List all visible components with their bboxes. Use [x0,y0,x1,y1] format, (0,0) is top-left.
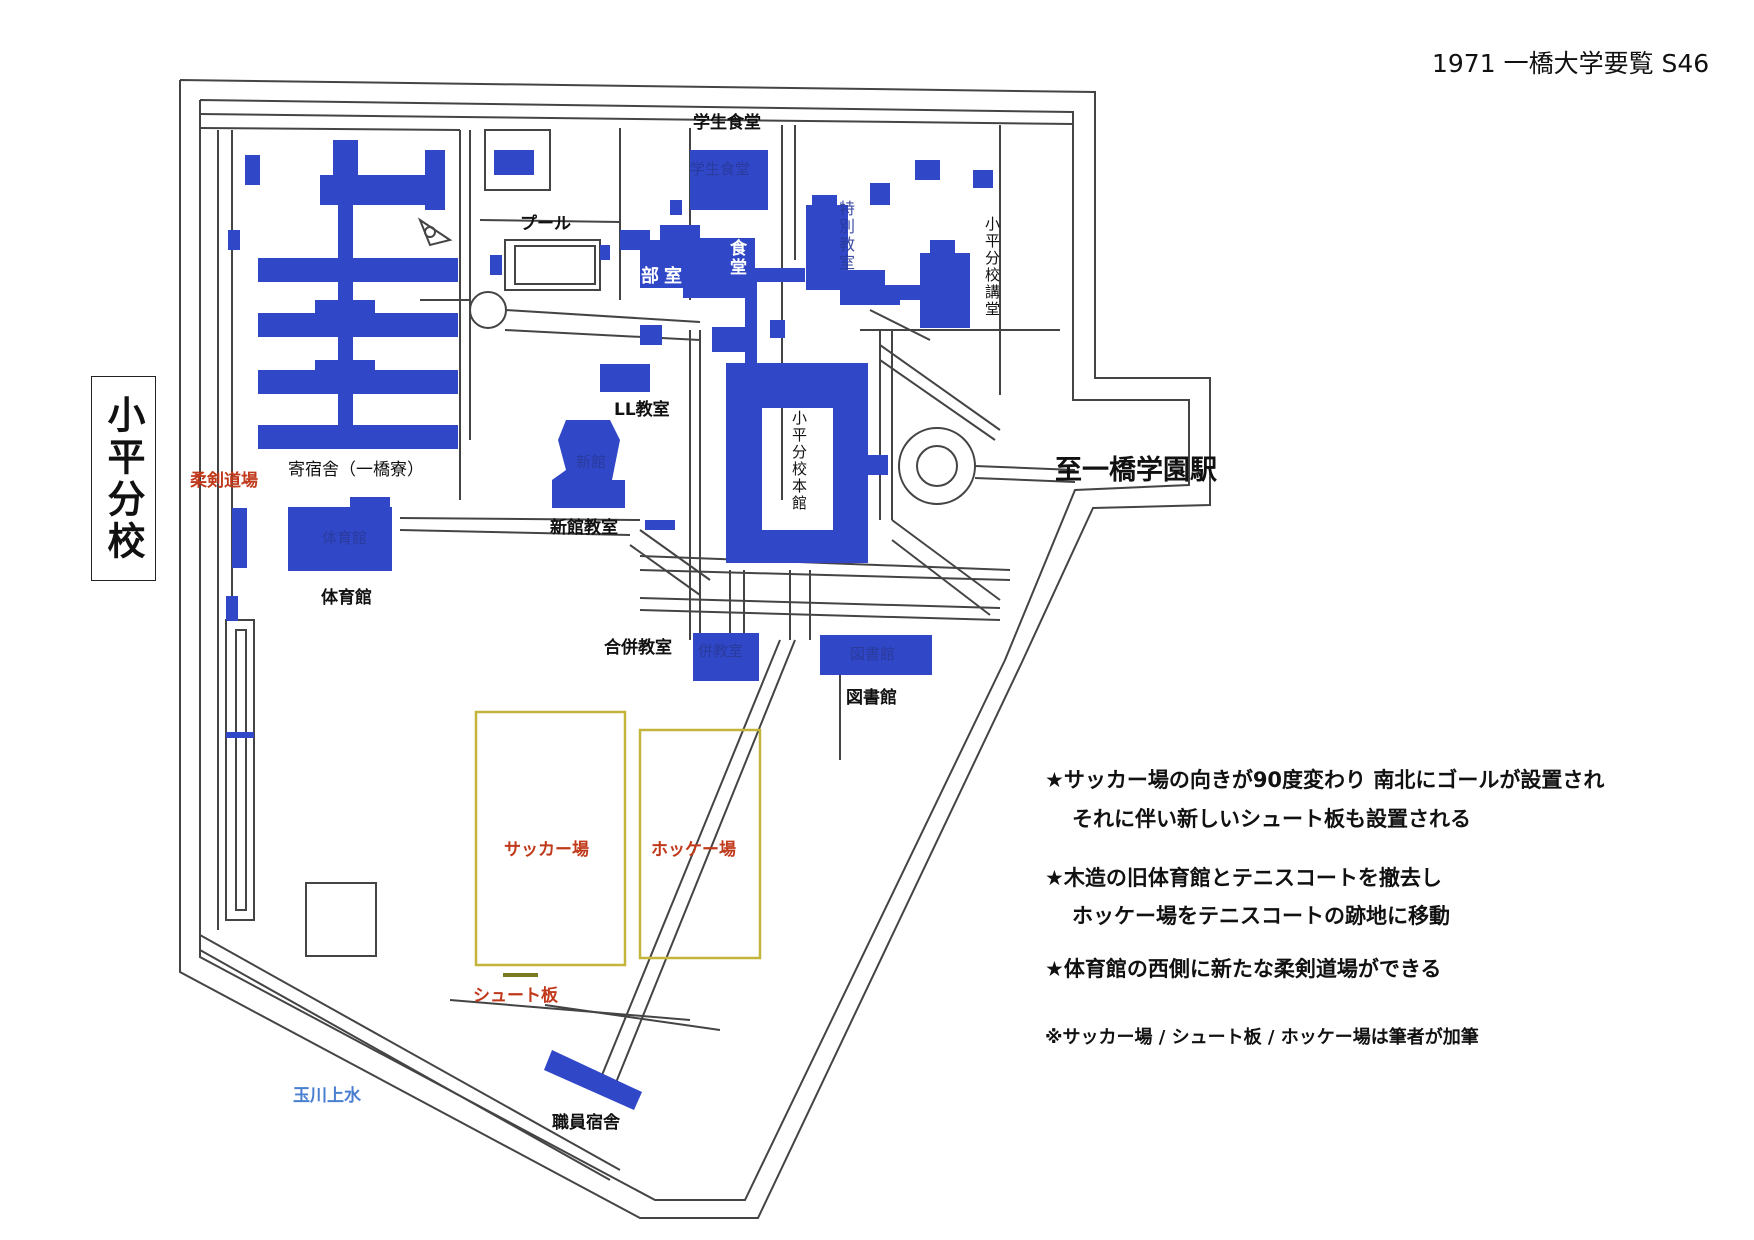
fields [474,710,762,967]
campus-name-box: 小平分校 [91,376,156,581]
note-2-line2: ホッケー場をテニスコートの跡地に移動 [1072,904,1450,928]
station-direction: 至一橋学園駅 [1055,455,1217,486]
label-tamagawa: 玉川上水 [293,1086,361,1106]
label-honkan: 小平分校本館 [790,410,808,512]
campus-name: 小平分校 [101,394,145,563]
label-dormitory: 寄宿舎（一橋寮） [288,460,424,480]
label-shinkan-kyoshitsu: 新館教室 [550,518,618,538]
note-3-line1: ★体育館の西側に新たな柔剣道場ができる [1045,957,1442,981]
label-hockey: ホッケー場 [651,840,736,860]
label-gakusei-shokudo: 学生食堂 [693,113,761,133]
road-network [179,79,1211,1219]
label-library: 図書館 [846,688,897,708]
label-shoot-board: シュート板 [473,986,558,1006]
label-tokubetsu: 特別教室 [836,200,855,272]
label-ll: LL教室 [614,400,670,420]
footnote: ※サッカー場 / シュート板 / ホッケー場は筆者が加筆 [1045,1027,1479,1048]
label-bushitsu: 部室 [641,266,687,287]
label-shinkan: 新館 [576,453,607,471]
buildings [226,140,993,1110]
note-1-line1: ★サッカー場の向きが90度変わり 南北にゴールが設置され [1045,768,1605,792]
note-1-line2: それに伴い新しいシュート板も設置される [1072,807,1471,831]
label-pool: プール [520,214,571,234]
label-gappei-inside: 併教室 [698,642,744,660]
label-gakusei-shokudo-inside: 学生食堂 [690,160,751,178]
label-gappei: 合併教室 [604,638,672,658]
note-2-line1: ★木造の旧体育館とテニスコートを撤去し [1045,866,1442,890]
hockey-field [638,728,762,960]
label-soccer: サッカー場 [504,840,589,860]
label-shokudo: 食堂 [726,239,746,277]
label-staff-housing: 職員宿舎 [552,1113,620,1133]
label-library-inside: 図書館 [850,645,896,663]
page-title: 1971 一橋大学要覧 S46 [1432,49,1710,78]
label-gym: 体育館 [321,588,372,608]
label-koudou: 小平分校講堂 [983,216,1001,318]
label-judo: 柔剣道場 [190,471,258,491]
soccer-field [474,710,627,967]
label-gym-inside: 体育館 [322,529,368,547]
